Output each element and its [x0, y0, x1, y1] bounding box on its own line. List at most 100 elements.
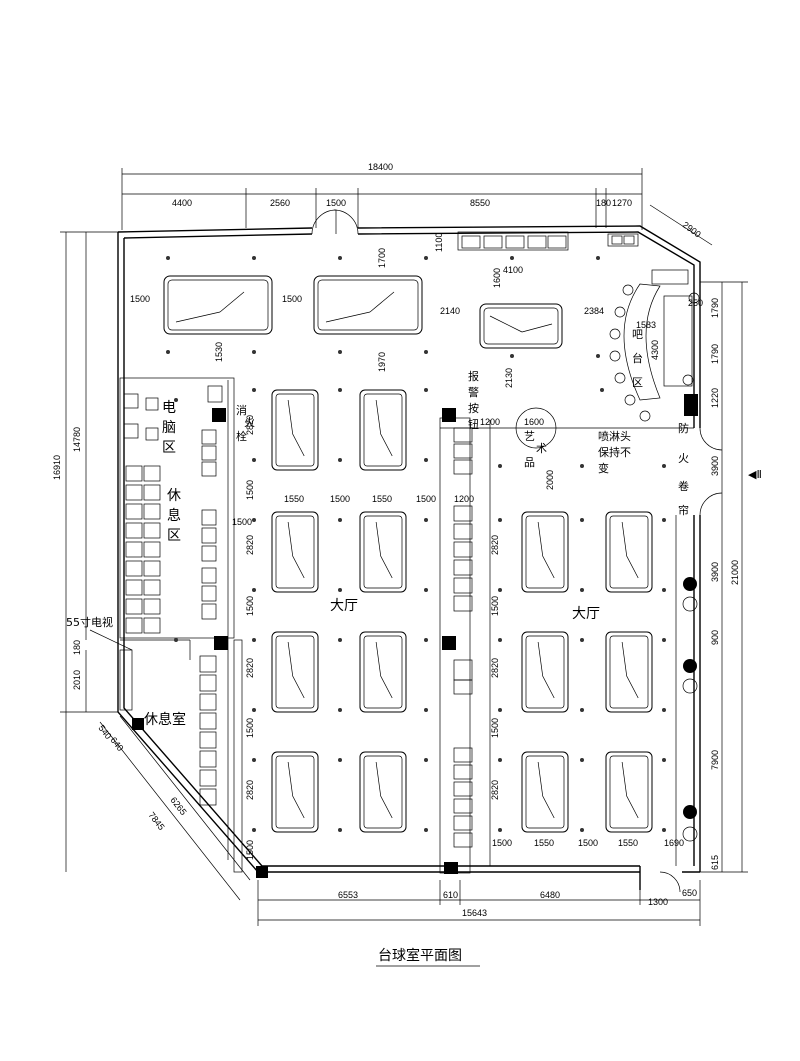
- ceiling-light: [338, 638, 342, 642]
- ceiling-light: [424, 758, 428, 762]
- chair: [199, 750, 217, 768]
- chair: [201, 603, 217, 620]
- ceiling-light: [338, 256, 342, 260]
- label-art-3: 品: [524, 456, 535, 469]
- dim-hall-left-1: 1550: [284, 494, 304, 504]
- dim-right-outer: 21000: [730, 560, 740, 585]
- bar-counter: [609, 269, 700, 422]
- label-sprinkler-2: 保持不: [598, 445, 631, 459]
- dim-bottom-3: 6480: [540, 890, 560, 900]
- label-lounge-2: 息: [167, 507, 181, 524]
- dim-upper-8: 2384: [584, 306, 604, 316]
- chair: [125, 560, 143, 577]
- chair: [143, 503, 161, 520]
- label-hall-left: 大厅: [330, 598, 358, 614]
- chair: [125, 522, 143, 539]
- billiard-table: [359, 389, 407, 471]
- label-alarm-3: 按: [468, 401, 479, 415]
- dim-hall-right-1: 2000: [545, 470, 555, 490]
- chair: [143, 484, 161, 501]
- ceiling-light: [252, 708, 256, 712]
- dim-hall-right-13: 1600: [524, 417, 544, 427]
- ceiling-light: [166, 350, 170, 354]
- label-alarm-1: 报: [468, 369, 479, 383]
- label-hall-right: 大厅: [572, 606, 600, 622]
- dim-hall-right-5: 1500: [490, 718, 500, 738]
- chair: [125, 579, 143, 596]
- label-hydrant-1: 消: [236, 403, 247, 417]
- chair: [125, 598, 143, 615]
- dim-right-3: 1220: [710, 388, 720, 408]
- label-art-2: 术: [536, 442, 547, 455]
- chair: [143, 541, 161, 558]
- seating: [123, 385, 473, 848]
- chair: [453, 659, 473, 681]
- ceiling-light: [580, 518, 584, 522]
- billiard-table: [359, 631, 407, 713]
- ceiling-light: [580, 464, 584, 468]
- ceiling-light: [252, 388, 256, 392]
- chair: [201, 585, 217, 602]
- chair: [453, 577, 473, 594]
- chair: [201, 445, 217, 461]
- chair: [201, 567, 217, 584]
- dim-hall-left-13: 1500: [245, 840, 255, 860]
- plants: [682, 577, 698, 842]
- chair: [199, 693, 217, 711]
- label-bar-3: 区: [632, 376, 643, 389]
- ceiling-light: [662, 588, 666, 592]
- ceiling-light: [596, 354, 600, 358]
- dim-hall-left-10: 2820: [245, 658, 255, 678]
- dim-top-4: 8550: [470, 198, 490, 208]
- chair: [453, 443, 473, 459]
- dim-diag-d: 640: [108, 735, 125, 753]
- ceiling-light: [338, 758, 342, 762]
- label-sprinkler-1: 喷淋头: [598, 430, 631, 443]
- chair: [453, 832, 473, 848]
- ceiling-light: [338, 518, 342, 522]
- chair: [453, 798, 473, 814]
- chair: [201, 527, 217, 544]
- ceiling-light: [510, 354, 514, 358]
- billiard-table: [479, 303, 563, 349]
- dim-left-lower-a: 2010: [72, 670, 82, 690]
- chair: [123, 393, 139, 409]
- chair: [453, 505, 473, 522]
- billiard-table: [605, 751, 653, 833]
- ceiling-light: [424, 388, 428, 392]
- ceiling-light: [338, 388, 342, 392]
- chair: [201, 545, 217, 562]
- dim-hall-left-9: 1500: [245, 596, 255, 616]
- dim-right-5: 3900: [710, 562, 720, 582]
- chair: [145, 397, 159, 411]
- ceiling-light: [174, 398, 178, 402]
- label-tv: 55寸电视: [66, 615, 113, 629]
- dim-right-1: 1790: [710, 298, 720, 318]
- dim-hall-right-3: 1500: [490, 596, 500, 616]
- section-marker: ◀Ⅱ: [748, 468, 762, 481]
- dim-right-4: 3900: [710, 456, 720, 476]
- ceiling-light: [338, 708, 342, 712]
- ceiling-light: [338, 828, 342, 832]
- dim-hall-right-7: 1500: [492, 838, 512, 848]
- dim-hall-left-8: 2820: [245, 535, 255, 555]
- dim-hall-left-2: 1500: [330, 494, 350, 504]
- ceiling-light: [662, 708, 666, 712]
- ceiling-light: [596, 256, 600, 260]
- label-shutter-2: 火: [678, 452, 689, 465]
- ceiling-lights: [166, 256, 666, 832]
- dim-left-inner: 14780: [72, 427, 82, 452]
- billiard-table: [359, 511, 407, 593]
- dim-top-1: 4400: [172, 198, 192, 208]
- ceiling-light: [662, 464, 666, 468]
- ceiling-light: [498, 638, 502, 642]
- dim-hall-left-5: 1200: [454, 494, 474, 504]
- ceiling-light: [424, 350, 428, 354]
- chair: [143, 522, 161, 539]
- label-lounge-1: 休: [167, 488, 181, 504]
- dim-left-outer: 16910: [52, 455, 62, 480]
- chair: [143, 465, 161, 482]
- chair: [453, 679, 473, 695]
- chair: [143, 617, 161, 634]
